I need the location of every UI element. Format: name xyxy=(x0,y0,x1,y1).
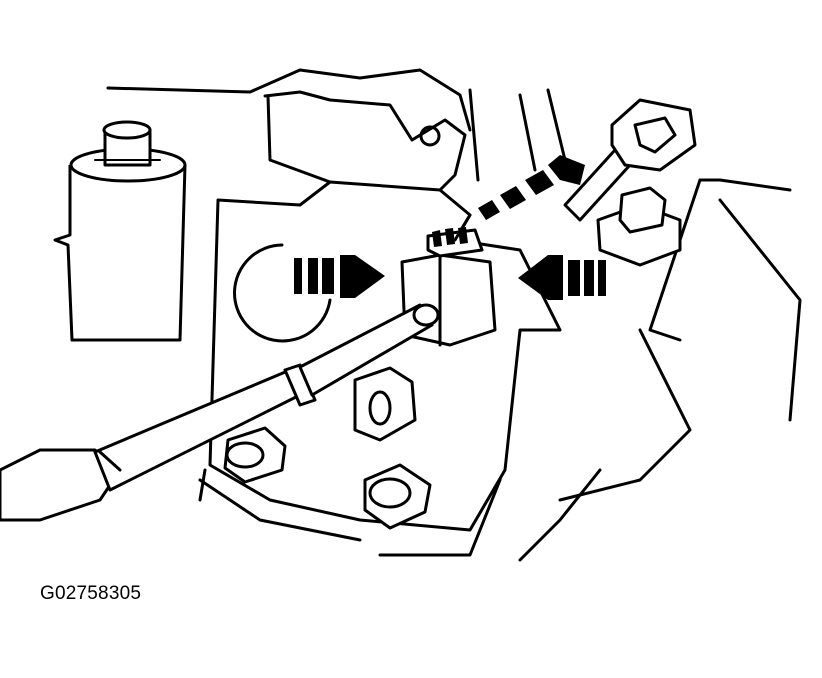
arrow-right-striped-icon xyxy=(294,255,385,298)
release-tab xyxy=(353,366,417,442)
left-stud-post xyxy=(53,120,187,342)
bracket-hole xyxy=(419,125,441,147)
rotation-arc xyxy=(233,243,332,343)
arrow-up-right-striped-icon xyxy=(478,155,585,220)
bolt-upper-right xyxy=(596,186,682,267)
figure-id-label: G02758305 xyxy=(40,583,142,604)
electrical-connector xyxy=(400,213,497,347)
wrench-tool xyxy=(563,98,697,222)
bolt-lower-left xyxy=(223,426,287,484)
bolt-lower-right xyxy=(363,463,432,530)
housing-outline xyxy=(106,68,802,562)
screwdriver-tool xyxy=(0,303,440,522)
arrow-left-striped-icon xyxy=(518,255,606,300)
